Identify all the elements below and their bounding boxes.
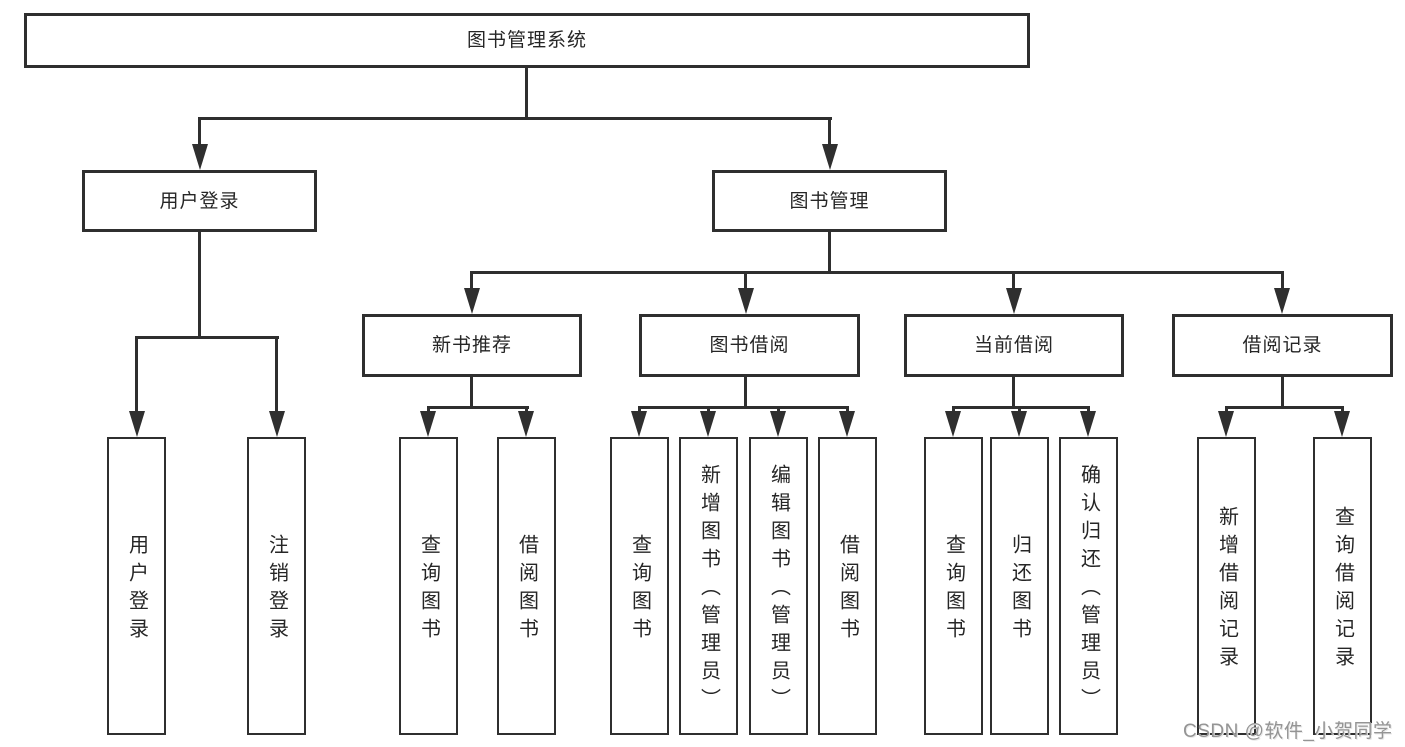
node-current-borrowing-label: 当前借阅 — [973, 335, 1054, 356]
node-leaf-user-login: 用户登录 — [107, 437, 166, 735]
node-leaf-query-books-borrowing-label: 查询图书 — [628, 534, 651, 646]
connector-book-mgmt-stem — [828, 230, 831, 274]
node-new-book-recommend-label: 新书推荐 — [431, 335, 512, 356]
node-leaf-logout: 注销登录 — [247, 437, 306, 735]
node-root-label: 图书管理系统 — [466, 30, 587, 51]
connector-drop-user-login — [198, 117, 201, 147]
node-current-borrowing: 当前借阅 — [904, 314, 1124, 377]
connector-drop — [1225, 406, 1228, 414]
arrow-down-icon — [945, 411, 961, 437]
arrow-down-icon — [420, 411, 436, 437]
arrow-down-icon — [1006, 288, 1022, 314]
node-leaf-query-borrow-record: 查询借阅记录 — [1313, 437, 1372, 735]
node-leaf-confirm-return-admin-label: 确认归还（管理员） — [1077, 464, 1100, 716]
node-new-book-recommend: 新书推荐 — [362, 314, 582, 377]
node-leaf-query-borrow-record-label: 查询借阅记录 — [1331, 506, 1354, 674]
node-borrowing-records-label: 借阅记录 — [1242, 335, 1323, 356]
connector-drop — [525, 406, 528, 414]
connector-recommend-stem — [470, 375, 473, 409]
connector-drop — [952, 406, 955, 414]
csdn-watermark: CSDN @软件_小贺同学 — [1183, 721, 1393, 742]
connector-user-login-bar — [135, 336, 279, 339]
node-user-login-branch: 用户登录 — [82, 170, 317, 232]
connector-root-bar — [198, 117, 832, 120]
node-book-management-label: 图书管理 — [789, 190, 870, 212]
node-leaf-add-borrow-record-label: 新增借阅记录 — [1215, 506, 1238, 674]
arrow-down-icon — [631, 411, 647, 437]
node-leaf-query-books-recommend-label: 查询图书 — [417, 534, 440, 646]
node-user-login-branch-label: 用户登录 — [159, 190, 240, 212]
node-leaf-add-books-admin-label: 新增图书（管理员） — [697, 464, 720, 716]
node-book-management: 图书管理 — [712, 170, 947, 232]
connector-drop-leaf-user-login — [135, 336, 138, 414]
arrow-down-icon — [770, 411, 786, 437]
node-leaf-borrow-books-recommend: 借阅图书 — [497, 437, 556, 735]
arrow-down-icon — [192, 144, 208, 170]
connector-drop — [846, 406, 849, 414]
arrow-down-icon — [839, 411, 855, 437]
arrow-down-icon — [269, 411, 285, 437]
node-leaf-borrow-books-recommend-label: 借阅图书 — [515, 534, 538, 646]
arrow-down-icon — [1011, 411, 1027, 437]
arrow-down-icon — [822, 144, 838, 170]
node-leaf-edit-books-admin-label: 编辑图书（管理员） — [767, 464, 790, 716]
connector-drop-new-book — [470, 271, 473, 293]
connector-records-bar — [1225, 406, 1344, 409]
node-root-system: 图书管理系统 — [24, 13, 1030, 68]
connector-drop-leaf-logout — [275, 336, 278, 414]
connector-user-login-stem — [198, 230, 201, 339]
node-leaf-logout-label: 注销登录 — [265, 534, 288, 646]
node-leaf-query-books-borrowing: 查询图书 — [610, 437, 669, 735]
node-leaf-edit-books-admin: 编辑图书（管理员） — [749, 437, 808, 735]
arrow-down-icon — [464, 288, 480, 314]
arrow-down-icon — [738, 288, 754, 314]
node-leaf-confirm-return-admin: 确认归还（管理员） — [1059, 437, 1118, 735]
node-book-borrowing: 图书借阅 — [639, 314, 860, 377]
connector-drop — [638, 406, 641, 414]
node-leaf-borrow-books-label: 借阅图书 — [836, 534, 859, 646]
node-leaf-query-books-current-label: 查询图书 — [942, 534, 965, 646]
node-leaf-query-books-recommend: 查询图书 — [399, 437, 458, 735]
node-book-borrowing-label: 图书借阅 — [709, 335, 790, 356]
connector-book-mgmt-bar — [471, 271, 1284, 274]
node-leaf-query-books-current: 查询图书 — [924, 437, 983, 735]
connector-borrowing-stem — [744, 375, 747, 409]
connector-drop — [707, 406, 710, 414]
connector-drop — [1341, 406, 1344, 414]
connector-drop-borrowing-records — [1281, 271, 1284, 293]
arrow-down-icon — [1080, 411, 1096, 437]
arrow-down-icon — [129, 411, 145, 437]
node-leaf-user-login-label: 用户登录 — [125, 534, 148, 646]
connector-drop — [777, 406, 780, 414]
node-leaf-return-books: 归还图书 — [990, 437, 1049, 735]
connector-borrowing-bar — [638, 406, 849, 409]
connector-current-bar — [952, 406, 1090, 409]
connector-drop-book-management — [828, 117, 831, 147]
node-leaf-return-books-label: 归还图书 — [1008, 534, 1031, 646]
connector-drop — [1087, 406, 1090, 414]
connector-drop-current-borrowing — [1012, 271, 1015, 293]
connector-drop-book-borrowing — [744, 271, 747, 293]
node-leaf-add-books-admin: 新增图书（管理员） — [679, 437, 738, 735]
node-borrowing-records: 借阅记录 — [1172, 314, 1393, 377]
connector-drop — [1018, 406, 1021, 414]
arrow-down-icon — [1274, 288, 1290, 314]
arrow-down-icon — [1218, 411, 1234, 437]
arrow-down-icon — [700, 411, 716, 437]
connector-drop — [427, 406, 430, 414]
node-leaf-borrow-books: 借阅图书 — [818, 437, 877, 735]
arrow-down-icon — [1334, 411, 1350, 437]
connector-recommend-bar — [427, 406, 529, 409]
connector-current-stem — [1012, 375, 1015, 409]
connector-root-stem — [525, 66, 528, 119]
node-leaf-add-borrow-record: 新增借阅记录 — [1197, 437, 1256, 735]
arrow-down-icon — [518, 411, 534, 437]
connector-records-stem — [1281, 375, 1284, 409]
